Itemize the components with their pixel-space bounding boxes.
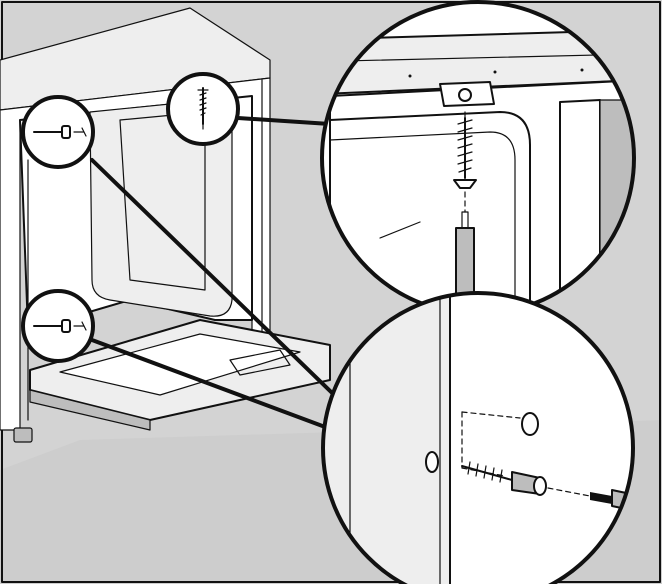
screw-thread-icon-top [197, 89, 209, 116]
door-inner-panel [59, 333, 301, 396]
surface-highlight [379, 221, 421, 239]
countertop-underside [322, 29, 634, 96]
callout-small-upper-side-screw [21, 95, 95, 169]
connector-top-screw [236, 116, 332, 126]
magnified-side-screw [321, 291, 635, 584]
screw-threads-side [467, 461, 503, 483]
spacer-icon-upper [61, 125, 71, 139]
spacer-icon-lower [61, 319, 71, 333]
detergent-compartment [229, 349, 291, 376]
appliance-corner-outer [329, 111, 531, 314]
callout-connectors [90, 116, 362, 442]
spacer-end [533, 476, 547, 496]
bracket-hole [458, 88, 472, 102]
adjustable-foot [13, 427, 33, 443]
appliance-side-panel [323, 293, 451, 584]
screwdriver-bit-side [590, 492, 612, 504]
alignment-guide-top [461, 411, 521, 419]
countertop-mark-3 [580, 68, 584, 72]
screwdriver-axis-side [547, 487, 591, 497]
door-edge [29, 389, 151, 431]
spacer-reference-hole [521, 412, 539, 436]
side-mounting-hole [425, 451, 439, 473]
magnified-side-ring [321, 291, 635, 584]
screw-head-top [453, 179, 477, 189]
appliance-corner-inner [329, 131, 516, 314]
countertop-mark-2 [493, 70, 497, 74]
callout-small-top-screw [166, 72, 240, 146]
screw-shaft-side [461, 465, 513, 481]
appliance-door-open [13, 319, 331, 443]
screwdriver-tip-icon-lower [73, 321, 87, 331]
countertop-mark-1 [408, 74, 412, 78]
screw-threads-top [457, 119, 473, 173]
connector-lower-side-screw [90, 338, 362, 442]
connector-upper-side-screw [90, 158, 362, 422]
callout-small-lower-side-screw [21, 289, 95, 363]
screwdriver-tip-icon-upper [73, 127, 87, 137]
